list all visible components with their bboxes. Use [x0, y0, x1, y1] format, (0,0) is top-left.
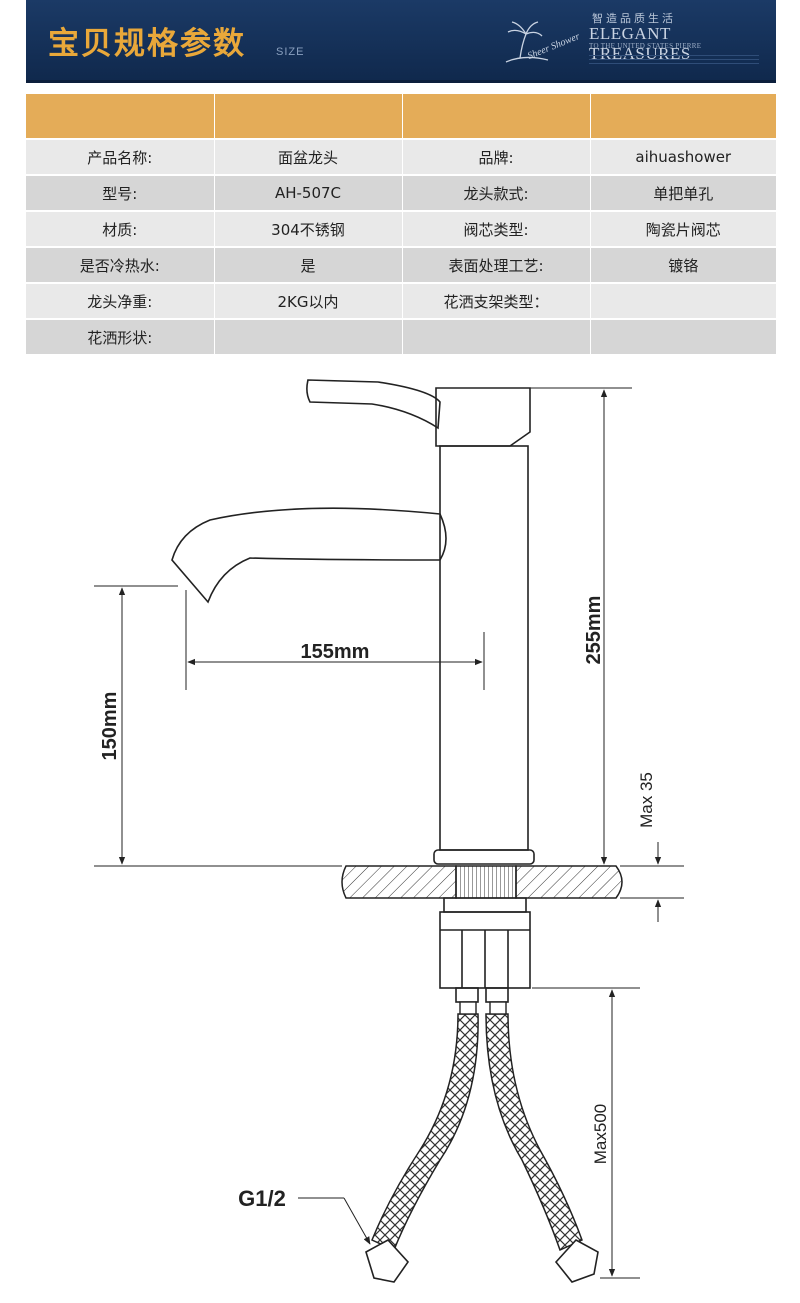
faucet-spout [171, 507, 447, 604]
spec-label [401, 319, 590, 356]
header-banner: 宝贝规格参数 SIZE Sheer Shower 智造品质生活 ELEGANT … [26, 0, 776, 83]
spec-label: 阀芯类型: [401, 211, 590, 248]
spec-header-cell [213, 94, 402, 140]
spec-value: 镀铬 [589, 247, 776, 284]
spec-label: 龙头净重: [26, 283, 214, 320]
table-row: 龙头净重: 2KG以内 花洒支架类型： [26, 283, 776, 320]
spec-value: 2KG以内 [213, 283, 402, 320]
spec-value [589, 319, 776, 356]
spec-header-cell [401, 94, 590, 140]
braided-hoses [365, 1001, 599, 1283]
spec-value [213, 319, 402, 356]
spec-value: 304不锈钢 [213, 211, 402, 248]
spec-table-header-row [26, 94, 776, 140]
spec-label: 品牌: [401, 139, 590, 176]
spec-value: 面盆龙头 [213, 139, 402, 176]
brand-slogan: 智造品质生活 [592, 12, 676, 25]
palm-tree-icon [505, 21, 549, 63]
spec-label: 材质: [26, 211, 214, 248]
faucet-base-ring [433, 849, 535, 865]
spec-label: 表面处理工艺: [401, 247, 590, 284]
thread-size-label: G1/2 [238, 1186, 286, 1211]
dim-counter-thickness-label: Max 35 [637, 772, 656, 828]
dim-spout-height-label: 150mm [99, 692, 121, 761]
table-row: 型号: AH-507C 龙头款式: 单把单孔 [26, 175, 776, 212]
dim-hose-length-label: Max500 [591, 1104, 610, 1164]
spec-value [589, 283, 776, 320]
spec-value: aihuashower [589, 139, 776, 176]
spec-header-cell [26, 94, 214, 140]
faucet-handle [306, 379, 441, 430]
brand-decoration-lines [589, 52, 759, 64]
spec-value: 陶瓷片阀芯 [589, 211, 776, 248]
spec-label: 花洒支架类型： [401, 283, 590, 320]
spec-value: AH-507C [213, 175, 402, 212]
spec-label: 花洒形状: [26, 319, 214, 356]
spec-label: 龙头款式: [401, 175, 590, 212]
mounting-nut [439, 897, 531, 1003]
brand-logo: Sheer Shower [505, 21, 581, 63]
spec-header-cell [589, 94, 776, 140]
spec-label: 是否冷热水: [26, 247, 214, 284]
faucet-drawing-svg: 155mm 150mm 255mm Max 35 Max500 G1/2 [94, 379, 684, 1283]
faucet-outline [171, 379, 535, 865]
brand-tagline: TO THE UNITED STATES PIERRE [589, 42, 702, 50]
spec-table: 产品名称: 面盆龙头 品牌: aihuashower 型号: AH-507C 龙… [26, 94, 776, 356]
countertop-section [341, 865, 623, 899]
spec-value: 是 [213, 247, 402, 284]
dimension-lines [94, 387, 684, 1279]
page-title: 宝贝规格参数 [48, 26, 246, 62]
dim-spout-reach-label: 155mm [301, 641, 370, 663]
spec-value: 单把单孔 [589, 175, 776, 212]
table-row: 是否冷热水: 是 表面处理工艺: 镀铬 [26, 247, 776, 284]
dim-total-height-label: 255mm [583, 596, 605, 665]
brand-name: ELEGANT TREASURES [589, 24, 691, 63]
spec-label: 型号: [26, 175, 214, 212]
table-row: 花洒形状: [26, 319, 776, 356]
faucet-dimension-drawing: 155mm 150mm 255mm Max 35 Max500 G1/2 [0, 352, 800, 1299]
table-row: 产品名称: 面盆龙头 品牌: aihuashower [26, 139, 776, 176]
faucet-cap [435, 387, 531, 447]
page-subtitle: SIZE [276, 46, 305, 58]
brand-logo-script: Sheer Shower [526, 31, 581, 62]
spec-label: 产品名称: [26, 139, 214, 176]
table-row: 材质: 304不锈钢 阀芯类型: 陶瓷片阀芯 [26, 211, 776, 248]
